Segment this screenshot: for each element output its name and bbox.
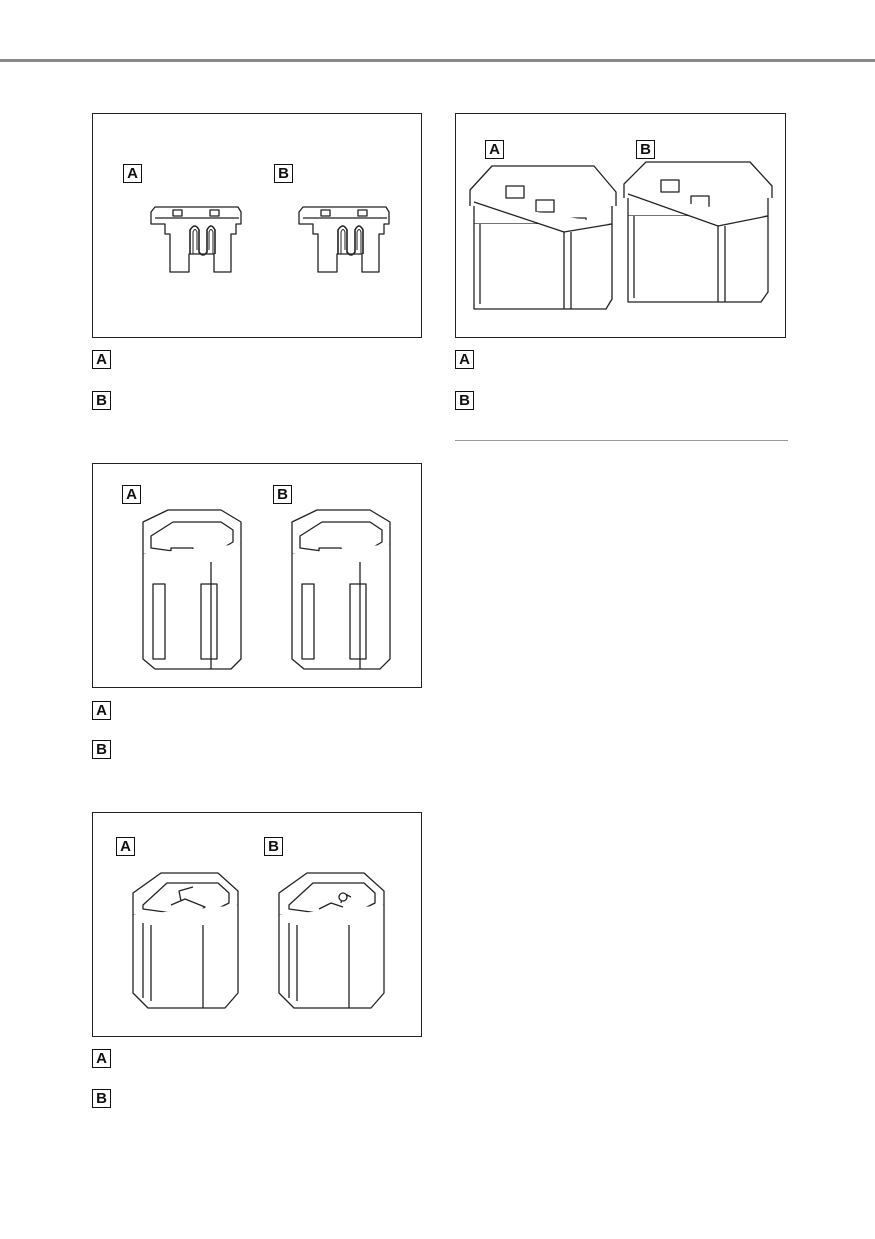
figure-label-b: B: [274, 164, 293, 183]
legend-key-a: A: [92, 350, 111, 369]
legend-key-b: B: [92, 740, 111, 759]
figure-label-a: A: [123, 164, 142, 183]
legend-key-a: A: [92, 701, 111, 720]
legend-key-b: B: [455, 391, 474, 410]
figure-open-cube-fuse: A B: [92, 812, 422, 1037]
legend-key-a: A: [455, 350, 474, 369]
figure-cartridge-fuse: A B: [455, 113, 786, 338]
figure-cube-fuse: A B: [92, 463, 422, 688]
figure-label-a: A: [122, 485, 141, 504]
legend-key-b: B: [92, 391, 111, 410]
figure-label-b: B: [264, 837, 283, 856]
figure-label-b: B: [273, 485, 292, 504]
section-divider: [455, 440, 788, 441]
figure-blade-fuse: A B: [92, 113, 422, 338]
legend-key-b: B: [92, 1089, 111, 1108]
cube-fuse-illustration: [142, 509, 391, 670]
figure-label-a: A: [485, 140, 504, 159]
figure-label-b: B: [636, 140, 655, 159]
header-rule: [0, 59, 875, 62]
blade-fuse-illustration: [150, 206, 390, 273]
open-cube-fuse-illustration: [132, 872, 385, 1009]
cartridge-fuse-illustration: [469, 161, 773, 310]
figure-label-a: A: [116, 837, 135, 856]
legend-key-a: A: [92, 1049, 111, 1068]
